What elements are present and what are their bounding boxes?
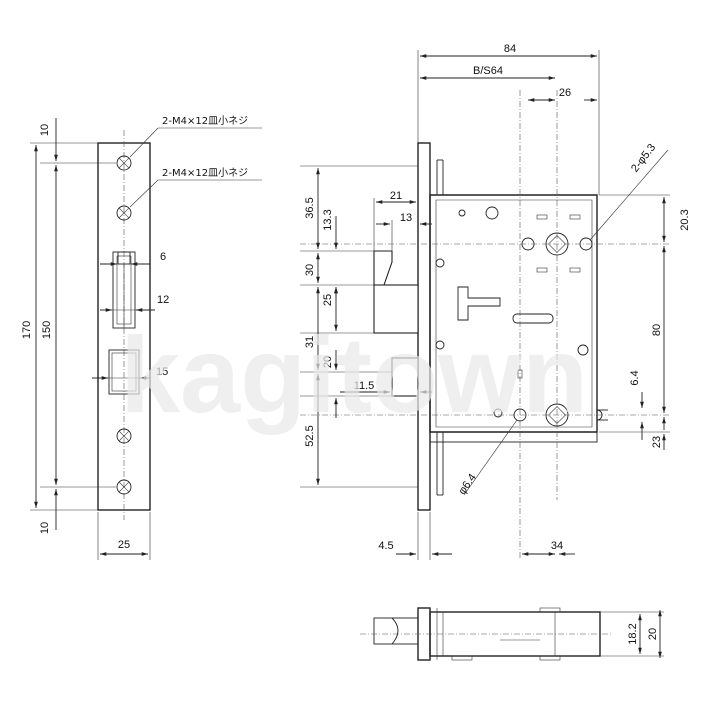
- dim-side-backset: B/S64: [473, 65, 503, 77]
- dim-side-36-5: 36.5: [304, 197, 316, 218]
- dim-side-52-5: 52.5: [304, 425, 316, 446]
- screw-hole-icon: [116, 155, 132, 171]
- dim-front-top-margin: 10: [39, 124, 51, 136]
- dim-side-11-5: 11.5: [354, 380, 375, 392]
- dim-side-20-3: 20.3: [679, 209, 691, 230]
- dim-bottom-18-2: 18.2: [627, 623, 639, 644]
- dim-bottom-20: 20: [647, 628, 659, 640]
- dim-front-latch-width: 6: [160, 251, 166, 263]
- dim-side-31: 31: [304, 336, 316, 348]
- dim-front-deadbolt: 15: [156, 366, 168, 378]
- dim-front-screw-pitch: 150: [41, 321, 53, 339]
- dim-front-latch-opening: 12: [157, 294, 169, 306]
- screw-note-top: 2-M4×12皿小ネジ: [162, 115, 248, 127]
- deadbolt-inner: [111, 352, 137, 392]
- dim-side-80: 80: [651, 324, 663, 336]
- dim-front-plate-width: 25: [118, 539, 130, 551]
- dim-side-30: 30: [304, 264, 316, 276]
- watermark-logo: kagitown: [120, 314, 588, 435]
- dim-front-overall: 170: [21, 321, 33, 339]
- dim-side-21: 21: [390, 190, 402, 202]
- latch-bolt-body: [373, 284, 419, 334]
- dim-side-hole-5-3: 2-φ5.3: [629, 142, 658, 175]
- deadbolt: [391, 357, 419, 397]
- screw-hole-icon: [116, 205, 132, 221]
- key-lever: [457, 286, 501, 321]
- bottom-view: 18.2 20: [360, 607, 664, 661]
- front-view: 10 170 150 10 6 12 15 25 2-M4×12皿小ネジ 2-M…: [21, 115, 262, 560]
- latch-bolt: [373, 250, 393, 286]
- screw-hole-icon: [116, 479, 132, 495]
- dim-side-26: 26: [559, 87, 571, 99]
- dim-side-13: 13: [400, 212, 412, 224]
- dim-side-34: 34: [551, 540, 563, 552]
- dim-side-23: 23: [651, 436, 663, 448]
- dim-side-6-4: 6.4: [629, 370, 641, 385]
- dim-side-20: 20: [322, 356, 334, 368]
- dim-side-width-84: 84: [504, 43, 516, 55]
- dim-side-4-5: 4.5: [378, 540, 393, 552]
- bottom-latch: [373, 617, 419, 645]
- deadbolt-opening: [108, 349, 140, 395]
- dim-side-25: 25: [322, 294, 334, 306]
- dim-side-hole-6-4: φ6.4: [456, 472, 479, 497]
- screw-hole-icon: [116, 428, 132, 444]
- slot: [512, 313, 554, 324]
- dim-front-bottom-margin: 10: [39, 522, 51, 534]
- dim-side-13-3: 13.3: [322, 209, 334, 230]
- screw-note-second: 2-M4×12皿小ネジ: [162, 167, 248, 179]
- latch-opening: [112, 251, 136, 329]
- side-view: 84 B/S64 26 21 13 36.5 13.3 30 25 31: [300, 43, 691, 560]
